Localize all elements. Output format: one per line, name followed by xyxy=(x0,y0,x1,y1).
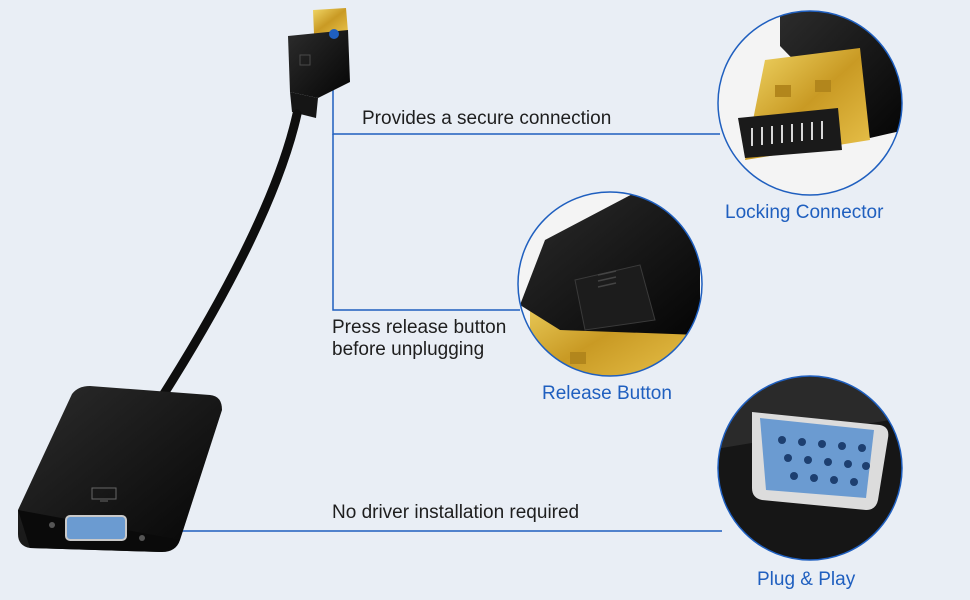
vga-adapter-box xyxy=(18,386,222,552)
release-button-caption: Release Button xyxy=(542,383,672,404)
plug-and-play-caption: Plug & Play xyxy=(757,569,856,590)
monitor-icon xyxy=(91,487,117,502)
no-driver-label: No driver installation required xyxy=(332,502,580,523)
plug-and-play-zoom xyxy=(717,375,903,561)
displayport-plug xyxy=(288,8,350,118)
release-instruction-line2: before unplugging xyxy=(332,339,485,360)
release-instruction-line1: Press release button xyxy=(332,317,507,338)
secure-connection-label: Provides a secure connection xyxy=(362,108,612,129)
callout-dot xyxy=(329,29,339,39)
release-button-zoom xyxy=(517,191,703,377)
locking-connector-caption: Locking Connector xyxy=(725,202,884,223)
cable xyxy=(155,109,302,405)
line-release xyxy=(332,134,520,311)
vga-port xyxy=(65,515,127,541)
locking-connector-zoom xyxy=(717,10,903,196)
